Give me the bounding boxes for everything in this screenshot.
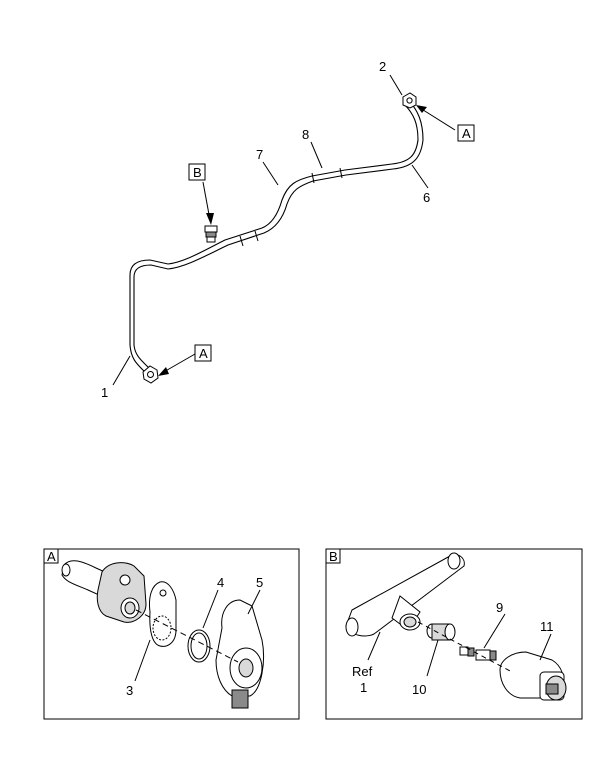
leader-lines bbox=[112, 74, 456, 386]
svg-text:B: B bbox=[193, 165, 202, 180]
detail-b-panel: B bbox=[325, 548, 583, 720]
lower-fitting bbox=[142, 365, 159, 384]
svg-text:A: A bbox=[199, 346, 208, 361]
detail-a-block bbox=[96, 562, 147, 623]
callout-10: 10 bbox=[412, 682, 426, 697]
callout-3: 3 bbox=[126, 683, 133, 698]
detail-b-fitting bbox=[426, 623, 456, 641]
callout-ref: Ref bbox=[352, 664, 373, 679]
sleeve-mark bbox=[311, 167, 343, 184]
detail-a-gasket bbox=[149, 581, 177, 647]
callout-9: 9 bbox=[496, 600, 503, 615]
detail-b-switch bbox=[499, 651, 567, 701]
callout-ref-1: 1 bbox=[360, 680, 367, 695]
tube-line-outer bbox=[129, 99, 419, 374]
detail-b-valve bbox=[459, 646, 497, 661]
callout-7: 7 bbox=[256, 147, 263, 162]
svg-text:A: A bbox=[462, 126, 471, 141]
detail-a-panel: A 3 4 5 bbox=[43, 548, 300, 720]
callout-5: 5 bbox=[256, 575, 263, 590]
ref-box-a-top: A bbox=[457, 124, 475, 142]
tube-line-inner bbox=[133, 99, 424, 370]
callout-8: 8 bbox=[302, 127, 309, 142]
callout-6: 6 bbox=[423, 190, 430, 205]
detail-b-label: B bbox=[329, 549, 338, 564]
callout-4: 4 bbox=[217, 575, 224, 590]
detail-a-label: A bbox=[47, 549, 56, 564]
callout-11: 11 bbox=[540, 619, 554, 634]
detail-a-oring bbox=[187, 629, 211, 663]
callout-2: 2 bbox=[379, 59, 386, 74]
clamp-mark bbox=[239, 230, 259, 247]
ref-box-b-top: B bbox=[188, 163, 206, 181]
callout-1: 1 bbox=[101, 385, 108, 400]
ref-box-a-bottom: A bbox=[194, 344, 212, 362]
upper-fitting bbox=[402, 92, 417, 109]
pressure-switch bbox=[204, 225, 218, 243]
tube-assembly bbox=[129, 92, 424, 384]
